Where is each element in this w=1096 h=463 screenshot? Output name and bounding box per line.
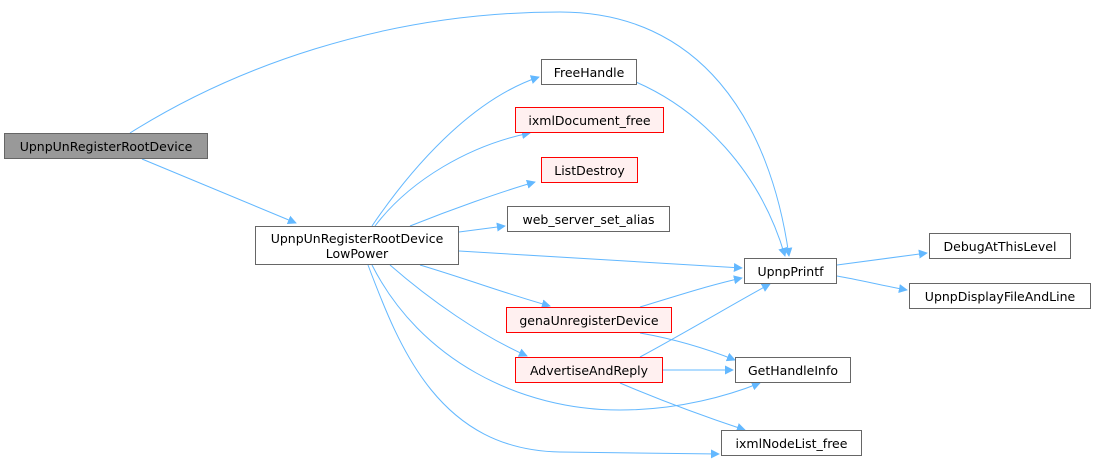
edge-upnpprintf-to-displayfile (836, 275, 908, 293)
node-label: UpnpUnRegisterRootDevice (19, 138, 193, 154)
node-label: UpnpPrintf (757, 263, 824, 279)
node-get-handle-info[interactable]: GetHandleInfo (735, 357, 851, 383)
edge-lowpower-to-listdestroy (409, 179, 536, 227)
node-debug-at-this-level[interactable]: DebugAtThisLevel (929, 233, 1071, 259)
node-gena-unregister-device[interactable]: genaUnregisterDevice (506, 307, 672, 333)
edge-freehandle-to-upnpprintf (635, 81, 788, 257)
node-upnp-display-file-and-line[interactable]: UpnpDisplayFileAndLine (909, 283, 1091, 309)
edge-lowpower-to-freehandle (371, 75, 540, 227)
edge-genaunreg-to-upnpprintf (639, 275, 743, 308)
edge-genaunreg-to-gethandleinfo (639, 332, 736, 362)
node-upnp-unregister-root-device: UpnpUnRegisterRootDevice (4, 133, 208, 159)
edge-advertise-to-upnpprintf (639, 283, 771, 358)
node-label: ixmlDocument_free (528, 112, 651, 128)
node-label: GetHandleInfo (747, 362, 838, 378)
edge-lowpower-to-ixmlnodelist (367, 264, 720, 459)
node-list-destroy[interactable]: ListDestroy (541, 157, 638, 183)
edge-lowpower-to-gethandleinfo (371, 264, 761, 411)
node-label: DebugAtThisLevel (943, 238, 1057, 254)
node-free-handle[interactable]: FreeHandle (541, 59, 637, 85)
node-label: genaUnregisterDevice (519, 312, 659, 328)
edge-advertise-to-ixmlnodelist (619, 382, 746, 432)
edge-lowpower-to-upnpprintf (458, 250, 743, 273)
edge-root-to-upnpprintf (129, 11, 793, 257)
node-label: ListDestroy (554, 162, 625, 178)
node-label: FreeHandle (553, 64, 625, 80)
edge-lowpower-to-advertise (389, 264, 528, 357)
node-label: ixmlNodeList_free (735, 435, 848, 451)
node-upnp-unregister-root-device-low-power[interactable]: UpnpUnRegisterRootDevice LowPower (255, 226, 459, 265)
node-ixml-node-list-free[interactable]: ixmlNodeList_free (721, 430, 862, 456)
node-ixml-document-free[interactable]: ixmlDocument_free (515, 107, 664, 133)
node-label-line1: UpnpUnRegisterRootDevice (270, 230, 444, 246)
node-advertise-and-reply[interactable]: AdvertiseAndReply (515, 357, 663, 383)
edge-lowpower-to-genaunreg (419, 264, 551, 309)
edge-upnpprintf-to-debuglevel (836, 249, 928, 266)
node-web-server-set-alias[interactable]: web_server_set_alias (507, 206, 670, 232)
node-label: UpnpDisplayFileAndLine (924, 288, 1076, 304)
node-upnp-printf[interactable]: UpnpPrintf (744, 258, 837, 284)
node-label-line2: LowPower (325, 245, 389, 261)
edge-lowpower-to-webserver (458, 222, 506, 233)
edge-root-to-lowpower (141, 158, 297, 225)
edge-lowpower-to-ixmldocfree (374, 130, 531, 227)
node-label: web_server_set_alias (522, 211, 655, 227)
node-label: AdvertiseAndReply (529, 362, 649, 378)
